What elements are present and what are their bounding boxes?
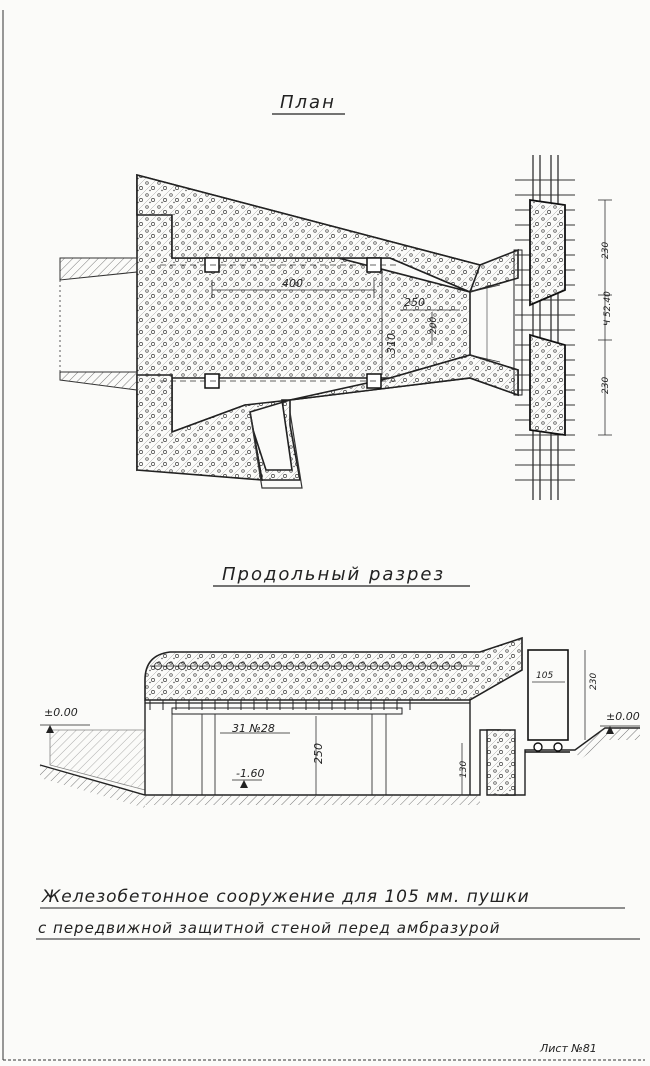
title-block: Железобетонное сооружение для 105 мм. пу…	[36, 887, 640, 1055]
beam-label: 31 №28	[232, 722, 275, 735]
shield-wall-bottom	[529, 333, 566, 437]
roof-rebar-row	[154, 662, 462, 670]
shield-wall-top	[529, 198, 566, 307]
front-wall	[486, 729, 516, 796]
dim-shield-height: 230	[589, 673, 599, 690]
shield-block	[527, 649, 569, 741]
shield-wheel	[533, 742, 543, 752]
plan-title: План	[280, 92, 336, 113]
entrance-trench	[49, 729, 146, 791]
plan-view: План 400 310 250 200	[59, 92, 613, 500]
caption-line1: Железобетонное сооружение для 105 мм. пу…	[41, 887, 530, 907]
dim-length: 400	[282, 277, 303, 290]
plan-bottom-wing	[136, 354, 519, 481]
plan-trench-top	[59, 257, 138, 281]
dim-shield-thickness: 105	[536, 671, 553, 681]
dim-wall-top: 230	[601, 242, 611, 259]
section-view: Продольный разрез	[39, 564, 640, 808]
plan-niche	[249, 411, 303, 489]
caption-line2: с передвижной защитной стеной перед амбр…	[38, 919, 500, 937]
section-roof-slab	[144, 636, 523, 701]
dim-mouth: 250	[404, 296, 425, 309]
sheet-number: Лист №81	[539, 1042, 597, 1055]
dim-throat: 200	[429, 317, 439, 334]
dim-step: 130	[459, 761, 469, 778]
floor-level: -1.60	[236, 767, 264, 780]
level-left: ±0.00	[44, 706, 78, 719]
shield-wheel	[553, 742, 563, 752]
dim-inner-width: 310	[385, 333, 398, 354]
dim-wall-middle: Ч 52.40	[603, 291, 613, 326]
plan-top-wing	[136, 173, 482, 294]
plan-trench-bottom	[59, 371, 138, 391]
dim-height: 250	[312, 743, 325, 764]
dim-wall-bottom: 230	[601, 377, 611, 394]
section-title: Продольный разрез	[222, 564, 445, 585]
level-right: ±0.00	[606, 710, 640, 723]
